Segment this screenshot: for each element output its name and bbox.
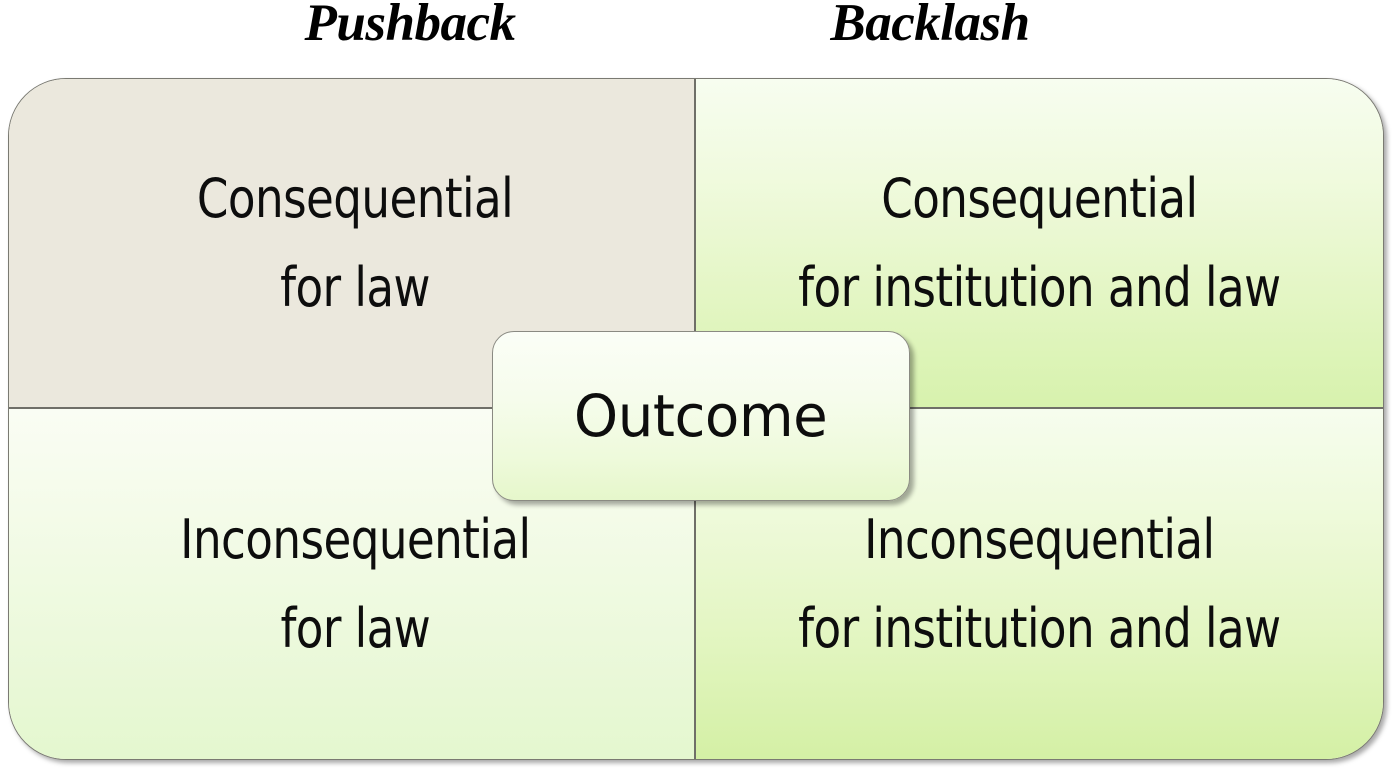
cell-line-1: Inconsequential [864,508,1215,572]
cell-text-group: Consequential for institution and law [780,171,1299,315]
cell-line-1: Inconsequential [180,508,531,572]
cell-text-group: Inconsequential for law [167,512,544,656]
cell-pushback-consequential[interactable]: Consequential for law [9,79,696,410]
cell-text-group: Consequential for law [185,171,525,315]
column-header-pushback: Pushback [304,0,516,52]
cell-line-1: Consequential [197,167,514,231]
outcome-label: Outcome [574,382,828,450]
column-header-backlash: Backlash [830,0,1030,52]
cell-line-2: for institution and law [798,597,1281,661]
cell-text-group: Inconsequential for institution and law [780,512,1299,656]
cell-line-2: for law [280,256,431,320]
cell-line-1: Consequential [881,167,1198,231]
outcome-center-box[interactable]: Outcome [492,331,910,501]
cell-line-2: for law [280,597,431,661]
matrix-container: Consequential for law Consequential for … [8,78,1384,760]
cell-line-2: for institution and law [798,256,1281,320]
